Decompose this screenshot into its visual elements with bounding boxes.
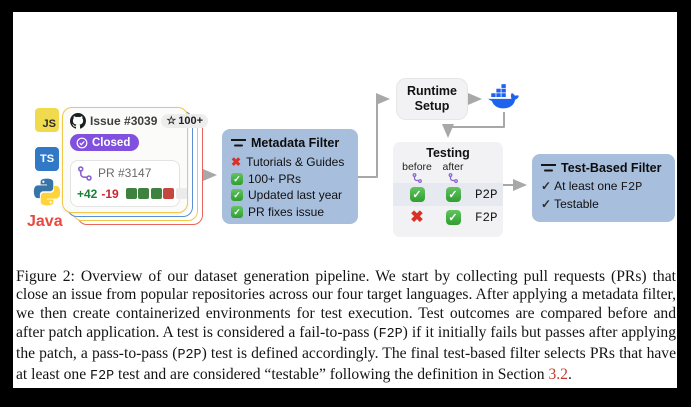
issue-card: Issue #3039 ☆ 100+ Closed bbox=[62, 107, 209, 213]
caption-text: . bbox=[567, 365, 572, 383]
diffstat-blocks bbox=[125, 188, 187, 199]
deletions-count: -19 bbox=[101, 186, 119, 201]
check-icon: ✓ bbox=[445, 210, 461, 225]
check-icon: ✓ bbox=[231, 189, 243, 202]
tbf-item-text: Testable bbox=[554, 196, 599, 211]
filter-item-label: Tutorials & Guides bbox=[246, 155, 345, 169]
star-count: 100+ bbox=[178, 115, 204, 127]
filter-item-label: 100+ PRs bbox=[248, 171, 302, 186]
typescript-icon: TS bbox=[35, 147, 59, 171]
before-label: before bbox=[402, 161, 432, 173]
after-label: after bbox=[442, 161, 464, 173]
python-icon bbox=[32, 177, 62, 212]
filter-item-label: PR fixes issue bbox=[248, 204, 325, 219]
check-icon: ✓ bbox=[445, 187, 461, 202]
pr-title: PR #3147 bbox=[98, 166, 152, 180]
runtime-setup-box: Runtime Setup bbox=[396, 78, 468, 120]
pr-card: PR #3147 +42 -19 bbox=[70, 159, 187, 207]
check-icon: ✓ bbox=[409, 187, 425, 202]
filter-icon bbox=[541, 163, 556, 173]
docker-icon bbox=[487, 83, 521, 117]
metadata-filter-title: Metadata Filter bbox=[251, 136, 340, 150]
caption-text: ) if it initially fails but passes after… bbox=[16, 323, 676, 362]
test-outcome-label: F2P bbox=[475, 210, 498, 225]
testing-column-after: after bbox=[435, 161, 471, 183]
caption-section-link[interactable]: 3.2 bbox=[548, 365, 568, 383]
pull-request-icon bbox=[77, 165, 92, 181]
testing-row-p2p: ✓ ✓ P2P bbox=[393, 183, 503, 206]
figure-caption: Figure 2: Overview of our dataset genera… bbox=[16, 268, 676, 387]
star-icon: ☆ bbox=[166, 114, 177, 127]
test-based-filter-title: Test-Based Filter bbox=[561, 161, 662, 175]
check-mark-icon: ✓ bbox=[541, 179, 552, 193]
status-badge: Closed bbox=[70, 134, 140, 151]
runtime-setup-title: Runtime Setup bbox=[407, 84, 457, 113]
status-label: Closed bbox=[92, 136, 131, 149]
filter-icon bbox=[231, 138, 246, 148]
caption-mono-f2p: F2P bbox=[378, 326, 403, 342]
star-count-badge: ☆ 100+ bbox=[161, 114, 209, 128]
java-label: Java bbox=[27, 213, 63, 230]
commit-icon bbox=[448, 173, 458, 183]
filter-item-label: Updated last year bbox=[248, 188, 343, 202]
github-icon bbox=[70, 113, 86, 129]
check-mark-icon: ✓ bbox=[541, 196, 552, 211]
check-icon: ✓ bbox=[231, 172, 243, 185]
check-icon: ✓ bbox=[231, 205, 243, 218]
caption-mono-f2p: F2P bbox=[90, 368, 115, 384]
commit-icon bbox=[412, 173, 422, 183]
caption-mono-p2p: P2P bbox=[177, 347, 202, 363]
check-circle-icon bbox=[76, 137, 88, 149]
testing-title: Testing bbox=[426, 146, 470, 160]
test-based-filter-box: Test-Based Filter ✓At least one F2P ✓Tes… bbox=[532, 154, 675, 222]
issue-title: Issue #3039 bbox=[90, 114, 158, 128]
testing-column-before: before bbox=[399, 161, 435, 183]
caption-text: ) test is defined accordingly. The final… bbox=[16, 344, 677, 383]
testing-box: Testing before after ✓ bbox=[393, 142, 503, 237]
additions-count: +42 bbox=[77, 186, 98, 201]
metadata-filter-box: Metadata Filter ✖ Tutorials & Guides ✓ 1… bbox=[222, 129, 358, 224]
caption-text: test and are considered “testable” follo… bbox=[114, 365, 549, 383]
tbf-item-text: At least one bbox=[554, 179, 621, 193]
diffstat: +42 -19 bbox=[77, 186, 187, 201]
test-outcome-label: P2P bbox=[475, 187, 498, 202]
cross-icon: ✖ bbox=[231, 155, 242, 170]
javascript-icon: JS bbox=[35, 108, 59, 132]
testing-row-f2p: ✖ ✓ F2P bbox=[393, 206, 503, 229]
cross-icon: ✖ bbox=[410, 208, 424, 226]
caption-text: Figure 2: Overview of our dataset genera… bbox=[16, 267, 676, 341]
tbf-item-mono: F2P bbox=[620, 180, 643, 194]
